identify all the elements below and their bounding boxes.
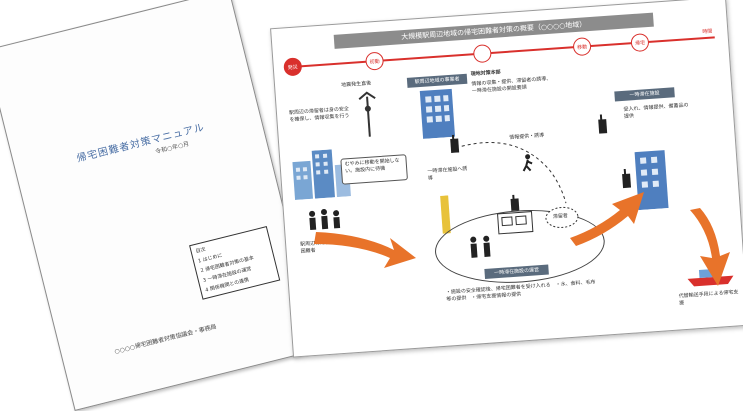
speech-bubble: むやみに移動を開始しない。施設内に待機: [340, 154, 408, 185]
walking-person-icon: [522, 154, 533, 172]
orange-arrow-right: [690, 208, 730, 286]
shelter-people-icon: [470, 235, 491, 258]
publisher: ○○○○帰宅困難者対策協議会・事務局: [113, 323, 218, 356]
street-lamp-icon: [358, 91, 376, 137]
cloud-icon: [545, 206, 579, 228]
right-label: 一時滞在施設: [614, 87, 675, 102]
table-of-contents: 目次 1 はじめに 2 帰宅困難者対策の基本 3 一時滞在施設の運営 4 関係機…: [189, 226, 281, 300]
timeline-step: 帰宅: [630, 32, 650, 53]
headquarters-building-icon: [419, 88, 456, 139]
dashed-path-arrow: [461, 142, 567, 204]
radio-icon: [450, 134, 460, 154]
manual-cover-document: 帰宅困難者対策マニュアル 令和○年○月 目次 1 はじめに 2 帰宅困難者対策の…: [0, 0, 320, 411]
building-header-label: 駅周辺地域の事業者: [406, 73, 468, 88]
radio-icon: [622, 168, 632, 189]
orange-arrow-left: [314, 232, 416, 268]
top-left-text: 駅周辺の滞留者は身の安全を確保し、情報収集を行う: [288, 106, 350, 124]
yellow-sign-icon: [440, 195, 451, 234]
timeline-step: 移動: [572, 37, 592, 57]
supplies-box-icon: [497, 211, 534, 235]
orange-arrow-middle: [570, 192, 644, 246]
people-group-icon: [309, 209, 341, 231]
hq-text: 情報の収集・提供、滞留者の誘導、一時滞在施設の開設要請: [471, 75, 552, 95]
timeline-step: 発災: [283, 57, 303, 77]
timeline-step: [472, 43, 492, 64]
overview-poster-document: 大規模駅周辺地域の帰宅困難者対策の概要（○○○○地域） 発災 初動 移動 帰宅 …: [270, 0, 743, 358]
radio-icon: [510, 194, 520, 211]
timeline-end-label: 時間: [702, 28, 713, 36]
right-building-icon: [634, 150, 669, 211]
ship-caption: 代替輸送手段による帰宅支援: [678, 289, 739, 307]
center-caption: 一時滞在施設へ誘導: [427, 165, 468, 182]
right-text: 受入れ、情報提供、備蓄品の提供: [623, 102, 689, 120]
bottom-text: ・施設の安全確認後、帰宅困難者を受け入れる ・水、食料、毛布等の提供 ・帰宅支援…: [445, 279, 596, 303]
radio-icon: [598, 114, 608, 134]
timeline-step: 初動: [364, 51, 385, 71]
city-buildings-icon: [292, 149, 351, 201]
